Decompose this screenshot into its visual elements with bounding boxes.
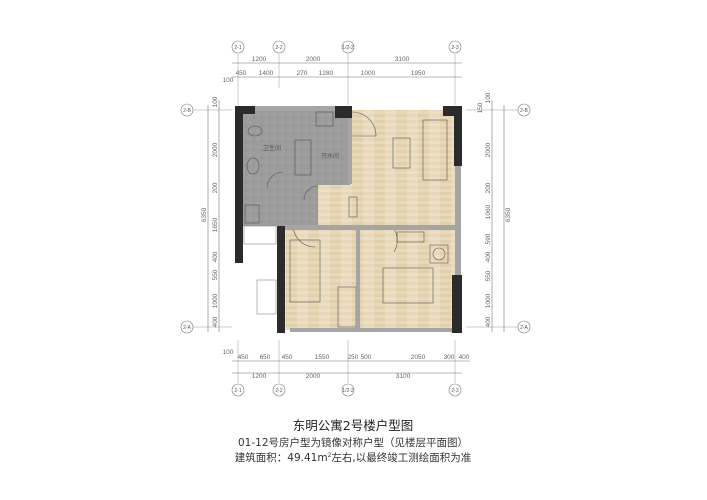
dim-label: 2000 xyxy=(485,142,492,157)
grid-axes xyxy=(193,54,518,383)
dim-label: 100 xyxy=(223,349,234,356)
dim-label: 1000 xyxy=(212,293,219,308)
sofa-icon xyxy=(422,119,448,181)
dim-label: 150 xyxy=(477,102,484,113)
axis-label: 2-A xyxy=(183,325,191,331)
coffee-table-icon xyxy=(392,137,411,169)
dim-label: 200 xyxy=(485,182,492,193)
dim-label: 1950 xyxy=(411,70,426,77)
dim-label: 590 xyxy=(485,233,492,244)
axis-label: 2-2 xyxy=(275,388,282,394)
living-room-floor xyxy=(350,110,455,228)
window-ledge xyxy=(243,225,277,245)
dim-label: 3100 xyxy=(396,373,411,380)
door-swing-icon xyxy=(266,171,284,189)
dim-label: 1000 xyxy=(361,70,376,77)
dim-label: 550 xyxy=(212,269,219,280)
washing-machine-icon xyxy=(429,244,449,264)
dim-label: 1060 xyxy=(485,204,492,219)
dim-label: 400 xyxy=(212,251,219,262)
dim-label: 400 xyxy=(459,354,470,361)
dim-label: 2050 xyxy=(411,354,426,361)
dim-label: 250 xyxy=(348,354,359,361)
dim-label: 400 xyxy=(485,251,492,262)
page-title: 东明公寓2号楼户型图 xyxy=(293,418,413,433)
bathroom-floor xyxy=(243,110,350,185)
dim-label: 100 xyxy=(212,96,219,107)
dim-label: 6350 xyxy=(505,207,512,222)
axis-label: 2-1 xyxy=(234,388,241,394)
bedroom-right-floor xyxy=(359,228,455,330)
area-suffix: 左右,以最终竣工测绘面积为准 xyxy=(331,451,471,464)
dim-label: 300 xyxy=(444,354,455,361)
axis-label: 2-B xyxy=(520,108,528,114)
dim-label: 1400 xyxy=(259,70,274,77)
dim-label: 400 xyxy=(485,316,492,327)
mirror-note: 01-12号房户型为镜像对称户型（见楼层平面图） xyxy=(238,436,468,449)
dimension-lines xyxy=(207,62,505,374)
shower-icon xyxy=(294,139,312,176)
bed-left-icon xyxy=(289,239,321,303)
dim-label: 1000 xyxy=(485,293,492,308)
dim-label: 100 xyxy=(485,92,492,103)
axis-label: 1/2-2 xyxy=(342,45,354,51)
area-superscript: 2 xyxy=(328,452,332,459)
axis-label: 2-2 xyxy=(275,45,282,51)
dim-label: 550 xyxy=(485,270,492,281)
water-heater-icon xyxy=(315,111,334,127)
dim-label: 2000 xyxy=(306,56,321,63)
sink-icon xyxy=(246,157,260,175)
floor-areas xyxy=(243,110,455,330)
partition-walls xyxy=(255,106,461,332)
dim-label: 100 xyxy=(223,77,234,84)
axis-label: 2-B xyxy=(183,108,191,114)
shoe-cabinet-icon xyxy=(348,196,358,218)
dim-label: 1200 xyxy=(252,56,267,63)
axis-label: 2-1 xyxy=(234,45,241,51)
dim-label: 1650 xyxy=(212,217,219,232)
dim-label: 3100 xyxy=(395,56,410,63)
toilet-icon xyxy=(247,125,263,137)
exterior-units xyxy=(243,225,277,315)
drum-icon xyxy=(432,247,446,261)
dim-label: 2000 xyxy=(212,142,219,157)
dim-label: 1280 xyxy=(319,70,334,77)
bed-right-icon xyxy=(382,267,434,304)
dim-label: 450 xyxy=(236,70,247,77)
door-swing-icon xyxy=(351,111,377,137)
washer-icon xyxy=(244,204,260,224)
dim-label: 1200 xyxy=(252,373,267,380)
axis-label: 2-3 xyxy=(451,388,458,394)
dim-label: 450 xyxy=(238,354,249,361)
room-label-water-room: 开水间 xyxy=(321,152,339,160)
axis-label: 1/2-2 xyxy=(342,388,354,394)
dim-label: 1550 xyxy=(315,354,330,361)
room-label-bathroom: 卫生间 xyxy=(263,144,281,152)
structural-walls xyxy=(235,106,462,333)
dim-label: 2000 xyxy=(306,373,321,380)
dim-label: 400 xyxy=(212,316,219,327)
dim-label: 6350 xyxy=(201,207,208,222)
door-swing-icon xyxy=(393,228,398,253)
axis-label: 2-A xyxy=(520,325,528,331)
door-swing-icon xyxy=(303,185,319,201)
area-prefix: 建筑面积：49.41m xyxy=(235,451,328,464)
dim-label: 200 xyxy=(212,182,219,193)
dim-label: 450 xyxy=(282,354,293,361)
axis-label: 2-3 xyxy=(451,45,458,51)
axis-bubbles xyxy=(180,40,531,397)
area-note: 建筑面积：49.41m2左右,以最终竣工测绘面积为准 xyxy=(235,451,471,464)
dim-label: 500 xyxy=(361,354,372,361)
ac-unit xyxy=(256,279,277,315)
entry-floor xyxy=(316,184,352,228)
dim-label: 650 xyxy=(260,354,271,361)
dim-label: 270 xyxy=(297,70,308,77)
